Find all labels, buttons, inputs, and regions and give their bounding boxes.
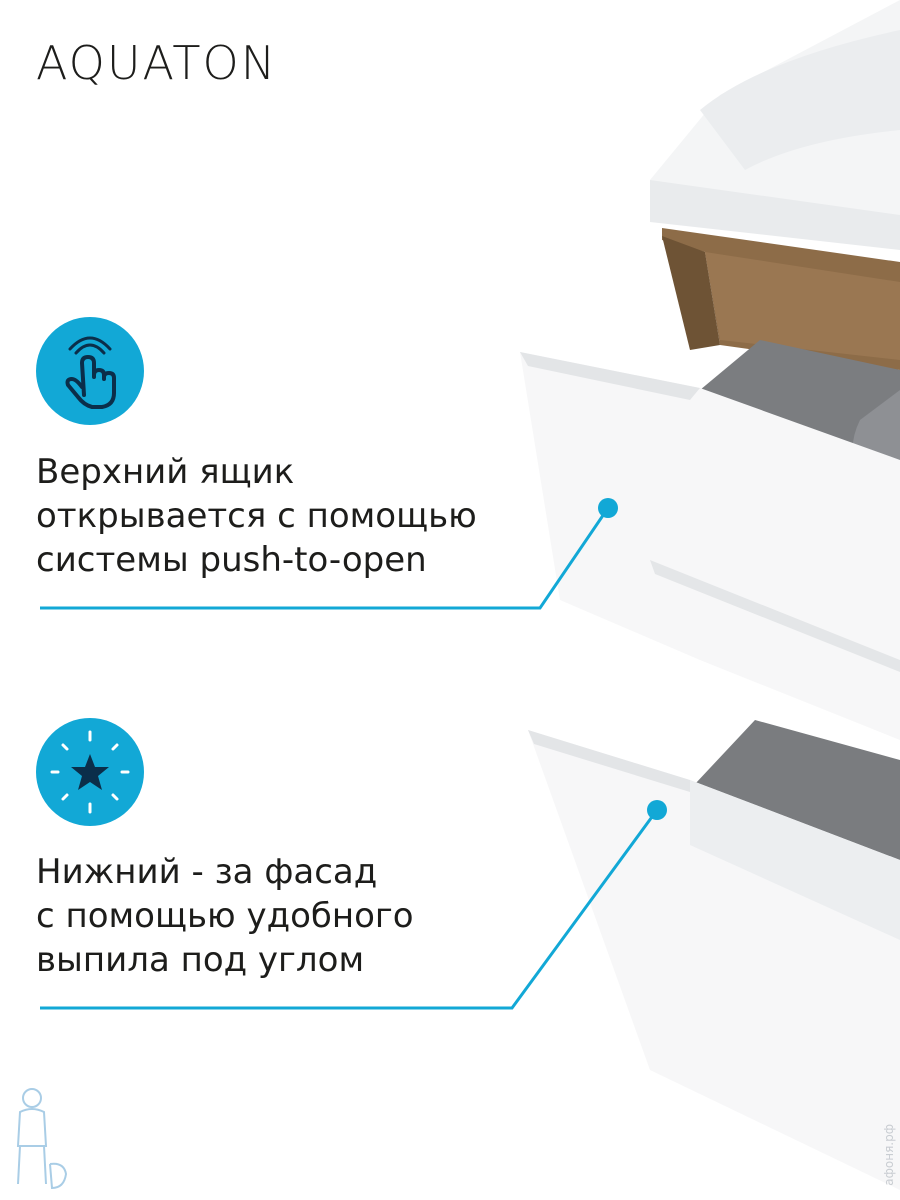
feature-text-push-to-open: Верхний ящик открывается с помощью систе… (36, 452, 477, 580)
brand-logo: AQUATON (36, 36, 278, 90)
star-sparkle-icon (36, 718, 144, 826)
watermark: афоня.рф (882, 1124, 896, 1186)
plumber-mascot-icon (16, 1088, 68, 1190)
push-touch-icon (36, 317, 144, 425)
feature-text-angled-cut: Нижний - за фасад с помощью удобного вып… (36, 852, 414, 980)
